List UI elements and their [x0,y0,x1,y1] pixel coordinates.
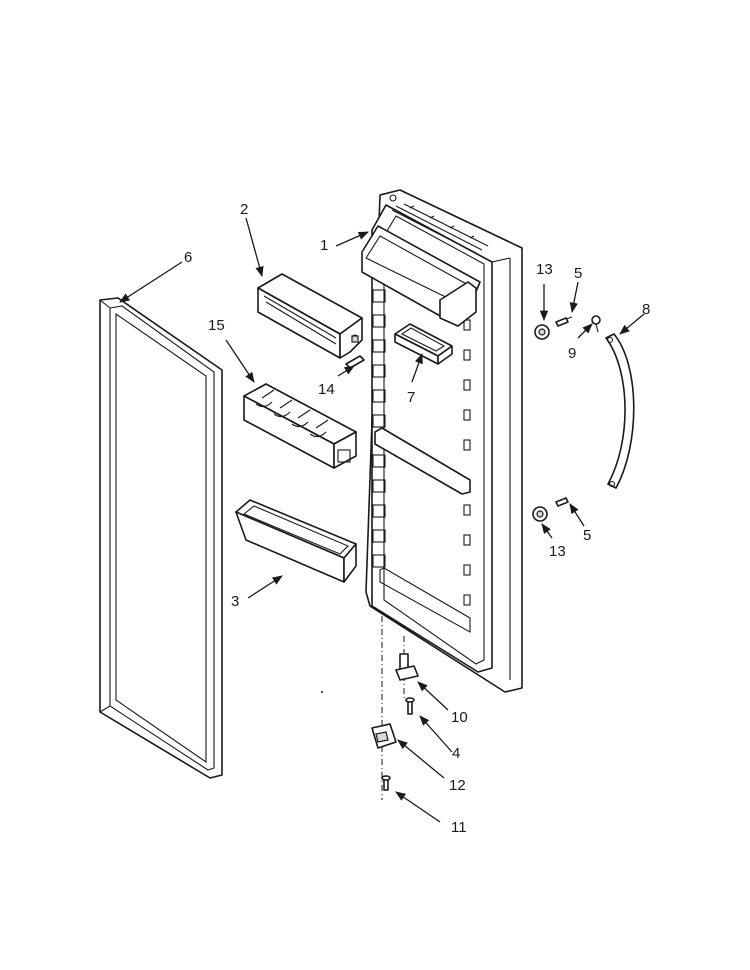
callout-8: 8 [642,301,650,318]
callout-10: 10 [451,709,468,726]
callout-14: 14 [318,381,335,398]
callout-3: 3 [231,593,239,610]
callout-1: 1 [320,237,328,254]
hinge-screw-part-11 [381,775,391,791]
callout-4: 4 [452,745,460,762]
door-handle-part-8 [605,333,635,489]
egg-tray-part-15 [243,383,357,469]
handle-spacer-lower-part-13 [532,506,548,522]
callout-11: 11 [451,819,467,836]
screw-lower-part-5 [555,497,569,507]
callout-7: 7 [407,389,415,406]
callout-6: 6 [184,249,192,266]
handle-spacer-upper-part-13 [534,324,550,340]
hinge-centerline [381,616,405,800]
callout-2: 2 [240,201,248,218]
callout-5-lower: 5 [583,527,591,544]
pin-part-14 [345,355,365,369]
callout-13-lower: 13 [549,543,566,560]
callout-labels: 1 2 3 4 5 5 6 7 8 9 10 11 12 13 13 14 15 [184,201,650,836]
callout-9: 9 [568,345,576,362]
screw-upper-part-5 [555,316,573,327]
callout-15: 15 [208,317,225,334]
dairy-door-part-2 [257,273,363,359]
speck [321,691,323,693]
door-gasket-part-6 [99,297,223,779]
door-bin-part-3 [235,499,357,583]
leader-lines [119,217,645,823]
callout-5-upper: 5 [574,265,582,282]
refrigerator-door-part-1 [361,189,523,693]
butter-tray-part-7 [394,323,453,365]
hinge-bracket-part-12 [371,723,397,749]
callout-13-upper: 13 [536,261,553,278]
hinge-pin-part-10 [395,653,419,681]
screw-part-9 [591,315,601,333]
callout-12: 12 [449,777,466,794]
hinge-screw-part-4 [405,697,415,715]
